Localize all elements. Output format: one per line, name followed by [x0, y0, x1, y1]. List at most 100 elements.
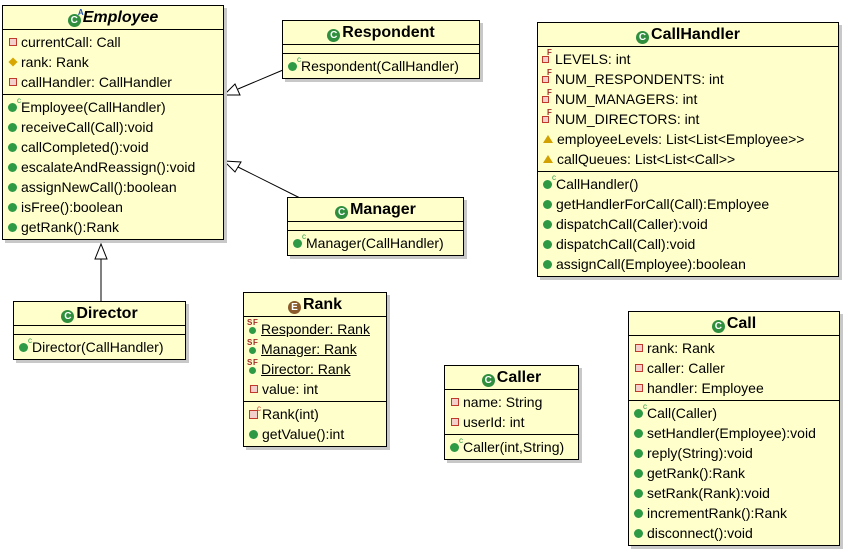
method-row[interactable]: Caller(int,String) — [445, 437, 578, 457]
class-name: Director — [76, 305, 138, 322]
private-constructor-icon — [249, 405, 261, 419]
attribute-row[interactable]: value: int — [244, 379, 386, 399]
method-row[interactable]: dispatchCall(Call):void — [538, 234, 838, 254]
method-row[interactable]: isFree():boolean — [3, 197, 223, 217]
class-name: Manager — [350, 201, 416, 218]
method-row[interactable]: CallHandler() — [538, 174, 838, 194]
attributes-section — [14, 326, 185, 335]
private-field-icon — [635, 384, 643, 392]
private-field-icon — [635, 364, 643, 372]
public-method-icon — [543, 260, 552, 269]
class-name: CallHandler — [651, 26, 740, 43]
method-row[interactable]: callCompleted():void — [3, 137, 223, 157]
static-final-field-icon — [247, 339, 258, 354]
methods-section: CallHandler() getHandlerForCall(Call):Em… — [538, 172, 838, 276]
public-method-icon — [543, 200, 552, 209]
attribute-row[interactable]: Manager: Rank — [244, 339, 386, 359]
class-icon: C — [711, 320, 725, 333]
class-name: Caller — [496, 369, 542, 386]
attribute-row[interactable]: callQueues: List<List<Call>> — [538, 149, 838, 169]
final-private-field-icon — [542, 89, 552, 103]
method-row[interactable]: receiveCall(Call):void — [3, 117, 223, 137]
private-field-icon — [451, 398, 459, 406]
public-method-icon — [8, 163, 17, 172]
methods-section: Manager(CallHandler) — [288, 231, 463, 255]
constructor-icon — [450, 437, 463, 452]
method-row[interactable]: Director(CallHandler) — [14, 337, 185, 357]
method-row[interactable]: getHandlerForCall(Call):Employee — [538, 194, 838, 214]
method-row[interactable]: getRank():Rank — [629, 463, 839, 483]
public-method-icon — [249, 430, 258, 439]
method-row[interactable]: assignNewCall():boolean — [3, 177, 223, 197]
attribute-row[interactable]: LEVELS: int — [538, 49, 838, 69]
attribute-row[interactable]: name: String — [445, 392, 578, 412]
attribute-row[interactable]: NUM_DIRECTORS: int — [538, 109, 838, 129]
method-row[interactable]: incrementRank():Rank — [629, 503, 839, 523]
methods-section: Director(CallHandler) — [14, 335, 185, 359]
method-row[interactable]: Manager(CallHandler) — [288, 233, 463, 253]
attribute-row[interactable]: Director: Rank — [244, 359, 386, 379]
methods-section: Rank(int) getValue():int — [244, 402, 386, 446]
method-row[interactable]: Call(Caller) — [629, 403, 839, 423]
constructor-icon — [293, 233, 306, 248]
attribute-row[interactable]: handler: Employee — [629, 378, 839, 398]
generalization-arrowhead — [222, 83, 241, 96]
method-row[interactable]: assignCall(Employee):boolean — [538, 254, 838, 274]
constructor-icon — [19, 337, 32, 352]
class-icon: C — [335, 206, 349, 219]
attribute-row[interactable]: Responder: Rank — [244, 319, 386, 339]
public-method-icon — [634, 489, 643, 498]
method-row[interactable]: escalateAndReassign():void — [3, 157, 223, 177]
private-field-icon — [9, 38, 17, 46]
attribute-row[interactable]: employeeLevels: List<List<Employee>> — [538, 129, 838, 149]
methods-section: Employee(CallHandler) receiveCall(Call):… — [3, 95, 223, 239]
public-method-icon — [543, 240, 552, 249]
method-row[interactable]: reply(String):void — [629, 443, 839, 463]
attribute-row[interactable]: userId: int — [445, 412, 578, 432]
public-method-icon — [634, 449, 643, 458]
attribute-row[interactable]: rank: Rank — [629, 338, 839, 358]
final-private-field-icon — [542, 49, 552, 63]
attribute-row[interactable]: currentCall: Call — [3, 32, 223, 52]
public-method-icon — [543, 220, 552, 229]
method-row[interactable]: getValue():int — [244, 424, 386, 444]
attribute-row[interactable]: caller: Caller — [629, 358, 839, 378]
method-row[interactable]: setHandler(Employee):void — [629, 423, 839, 443]
private-field-icon — [9, 78, 17, 86]
class-employee[interactable]: CEmployee currentCall: Call rank: Rank c… — [2, 5, 224, 240]
method-row[interactable]: dispatchCall(Caller):void — [538, 214, 838, 234]
method-row[interactable]: setRank(Rank):void — [629, 483, 839, 503]
attributes-section — [288, 222, 463, 231]
final-private-field-icon — [542, 109, 552, 123]
attributes-section — [283, 45, 479, 54]
attribute-row[interactable]: callHandler: CallHandler — [3, 72, 223, 92]
attribute-row[interactable]: rank: Rank — [3, 52, 223, 72]
attribute-row[interactable]: NUM_RESPONDENTS: int — [538, 69, 838, 89]
method-row[interactable]: Respondent(CallHandler) — [283, 56, 479, 76]
edge-manager-employee — [237, 166, 301, 199]
constructor-icon — [543, 174, 556, 189]
method-row[interactable]: Employee(CallHandler) — [3, 97, 223, 117]
public-method-icon — [634, 529, 643, 538]
method-row[interactable]: getRank():Rank — [3, 217, 223, 237]
attributes-section: name: String userId: int — [445, 390, 578, 435]
method-row[interactable]: disconnect():void — [629, 523, 839, 543]
package-field-icon — [8, 57, 18, 67]
attribute-row[interactable]: NUM_MANAGERS: int — [538, 89, 838, 109]
protected-field-icon — [543, 135, 553, 143]
class-icon: C — [61, 310, 75, 323]
class-icon: C — [481, 374, 495, 387]
private-field-icon — [451, 418, 459, 426]
method-row[interactable]: Rank(int) — [244, 404, 386, 424]
enum-icon: E — [287, 301, 301, 314]
